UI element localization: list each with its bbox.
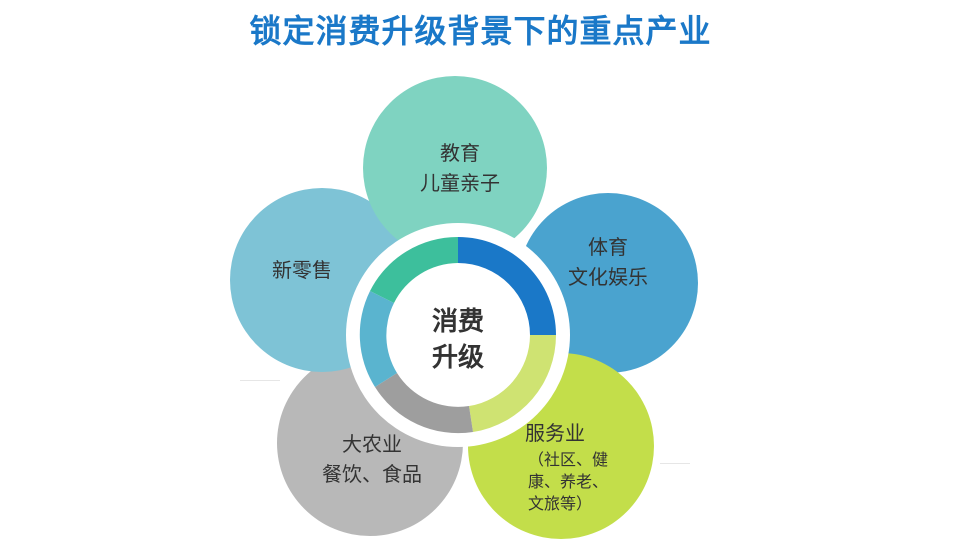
petal-line: 新零售 xyxy=(272,258,332,282)
ring-segment-blue xyxy=(458,237,556,335)
ring-segment-green xyxy=(370,236,458,303)
petal-line: 服务业 xyxy=(525,421,585,445)
page-title: 锁定消费升级背景下的重点产业 xyxy=(249,12,712,50)
center-ring xyxy=(359,236,557,434)
petal-line: 大农业 xyxy=(342,432,402,456)
petal-subline: （社区、健 xyxy=(528,450,608,469)
divider-line-right xyxy=(660,463,690,464)
center-label-line2: 升级 xyxy=(432,342,484,373)
petal-subline: 文旅等） xyxy=(528,494,592,513)
petal-line: 体育 xyxy=(588,235,628,259)
petal-line: 餐饮、食品 xyxy=(322,462,422,486)
petal-line: 儿童亲子 xyxy=(420,171,500,195)
petal-line: 教育 xyxy=(440,141,480,165)
center-label-line1: 消费 xyxy=(432,307,484,337)
ring-segment-lime xyxy=(469,335,557,432)
petal-subline: 康、养老、 xyxy=(528,472,608,491)
ring-segment-teal xyxy=(359,291,397,387)
divider-line-left xyxy=(240,380,280,381)
petal-education: 教育 儿童亲子 xyxy=(363,76,547,260)
petal-line: 文化娱乐 xyxy=(568,265,648,289)
petal-circle xyxy=(363,76,547,260)
ring-segment-gray xyxy=(375,373,473,434)
